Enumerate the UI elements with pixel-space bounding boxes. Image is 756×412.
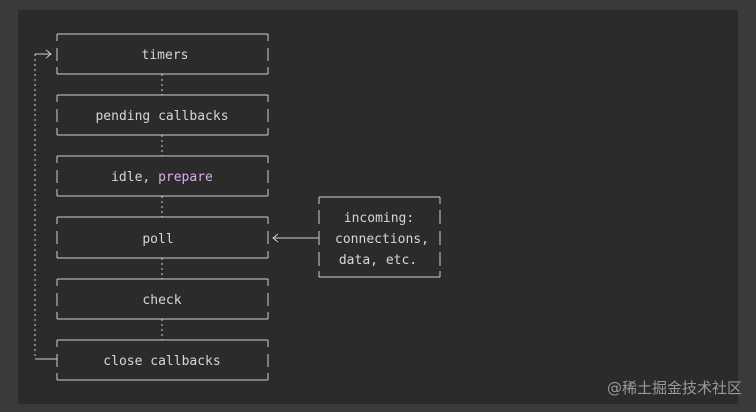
- phase-label-pending-callbacks: pending callbacks: [95, 109, 228, 124]
- phase-label-prepare-keyword: prepare: [158, 170, 213, 185]
- phase-label-check: check: [142, 293, 181, 308]
- loop-back-arrow: [34, 49, 57, 360]
- incoming-line-2: connections,: [335, 232, 429, 247]
- phase-box-check: check: [56, 278, 269, 320]
- phase-label-idle-prepare: idle, prepare: [111, 170, 213, 185]
- phase-label-close-callbacks: close callbacks: [103, 354, 220, 369]
- diagram-panel: [18, 10, 738, 404]
- phase-label-idle-prefix: idle,: [111, 170, 158, 185]
- incoming-line-1: incoming:: [344, 211, 414, 226]
- phase-box-idle-prepare: idle, prepare: [56, 155, 269, 197]
- incoming-to-poll-arrow: [272, 233, 319, 243]
- phase-box-timers: timers: [56, 33, 269, 75]
- incoming-box: incoming: connections, data, etc.: [318, 196, 441, 278]
- phase-label-poll: poll: [142, 232, 173, 247]
- phase-box-pending-callbacks: pending callbacks: [56, 94, 269, 136]
- watermark-text: @稀土掘金技术社区: [606, 379, 742, 397]
- incoming-line-3: data, etc.: [339, 253, 417, 268]
- phase-box-poll: poll: [56, 216, 269, 259]
- phase-box-close-callbacks: close callbacks: [56, 339, 269, 381]
- phase-label-timers: timers: [142, 48, 189, 63]
